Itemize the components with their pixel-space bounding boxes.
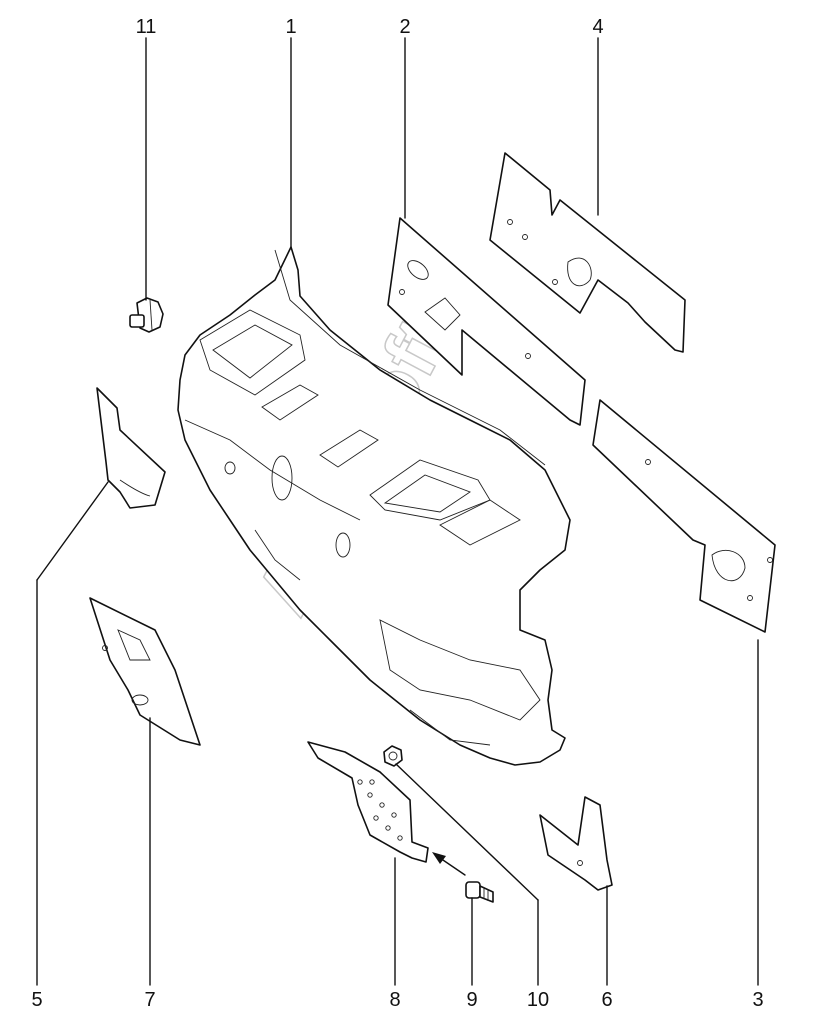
callout-3: 3	[752, 989, 763, 1011]
callout-6: 6	[601, 989, 612, 1011]
callout-1: 1	[285, 16, 296, 38]
part-2-insulation-pad	[387, 217, 586, 426]
callout-11: 11	[136, 16, 157, 38]
part-10-nut	[383, 745, 403, 767]
part-7-side-pad	[89, 597, 201, 746]
callout-5: 5	[31, 989, 42, 1011]
callout-4: 4	[592, 16, 603, 38]
callout-7: 7	[144, 989, 155, 1011]
part-4-insulation-pad	[489, 152, 686, 353]
part-6-small-pad	[539, 796, 613, 891]
part-5-side-pad	[96, 387, 166, 509]
direction-arrow	[432, 852, 466, 876]
part-1-bulkhead-insulation	[177, 246, 571, 766]
part-11-clip	[129, 297, 164, 333]
callout-labels: 11 1 2 4 5 7 8 9 10 6 3	[31, 16, 763, 1011]
callout-8: 8	[389, 989, 400, 1011]
part-3-insulation-pad	[592, 399, 776, 633]
callout-9: 9	[466, 989, 477, 1011]
leader-lines	[36, 37, 759, 986]
callout-10: 10	[527, 989, 549, 1011]
callout-2: 2	[399, 16, 410, 38]
part-8-bracket	[307, 741, 429, 863]
part-9-bolt	[465, 881, 494, 903]
